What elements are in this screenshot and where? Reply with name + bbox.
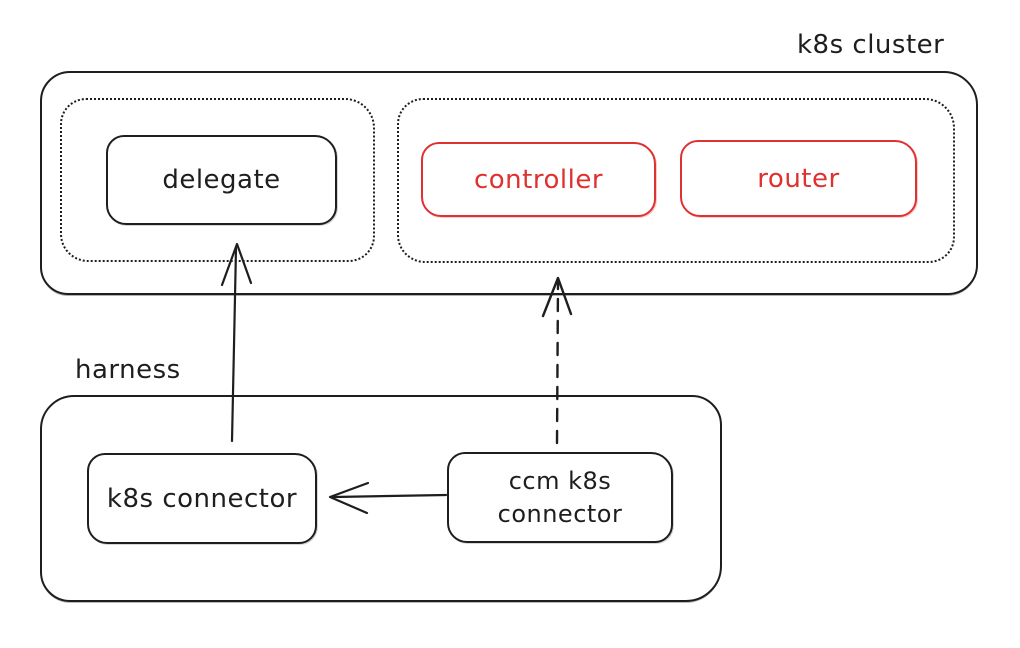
- node-delegate: delegate: [106, 135, 337, 225]
- harness-box: [40, 395, 722, 602]
- node-ccm-k8s-connector: ccm k8s connector: [447, 452, 673, 543]
- cluster-label: k8s cluster: [797, 30, 945, 60]
- node-ccm-k8s-connector-label: ccm k8s connector: [497, 467, 623, 528]
- harness-label: harness: [75, 355, 181, 385]
- node-router-label: router: [757, 163, 840, 194]
- delegate-namespace-box: [60, 98, 375, 262]
- ccm-namespace-box: [397, 98, 955, 263]
- node-controller: controller: [421, 142, 656, 217]
- cluster-box: [40, 71, 978, 295]
- node-controller-label: controller: [473, 164, 604, 195]
- node-k8s-connector: k8s connector: [87, 453, 317, 544]
- node-router: router: [680, 140, 917, 217]
- node-k8s-connector-label: k8s connector: [106, 483, 298, 514]
- node-delegate-label: delegate: [162, 165, 281, 195]
